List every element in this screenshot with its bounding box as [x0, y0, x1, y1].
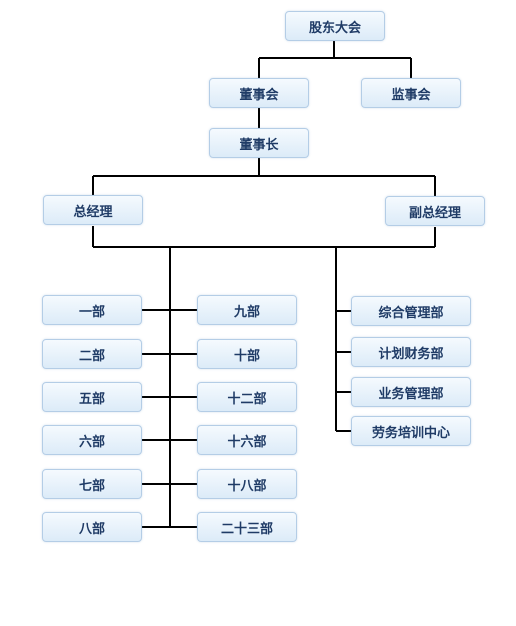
node-dept-right-2: 计划财务部 — [351, 337, 471, 367]
node-shareholders-meeting: 股东大会 — [285, 11, 385, 41]
connector-left-branches — [142, 309, 197, 528]
node-dept-middle-5: 十八部 — [197, 469, 297, 499]
node-dept-middle-6: 二十三部 — [197, 512, 297, 542]
node-dept-right-1: 综合管理部 — [351, 296, 471, 326]
node-board-of-directors: 董事会 — [209, 78, 309, 108]
node-dept-middle-1: 九部 — [197, 295, 297, 325]
node-dept-left-2: 二部 — [42, 339, 142, 369]
node-dept-right-4: 劳务培训中心 — [351, 416, 471, 446]
node-chairman: 董事长 — [209, 128, 309, 158]
connector-shareholders-board — [258, 41, 412, 78]
node-board-of-supervisors: 监事会 — [361, 78, 461, 108]
node-dept-left-5: 七部 — [42, 469, 142, 499]
node-dept-left-1: 一部 — [42, 295, 142, 325]
node-dept-left-3: 五部 — [42, 382, 142, 412]
node-dept-middle-4: 十六部 — [197, 425, 297, 455]
node-dept-middle-2: 十部 — [197, 339, 297, 369]
node-deputy-general-manager: 副总经理 — [385, 196, 485, 226]
node-dept-right-3: 业务管理部 — [351, 377, 471, 407]
connector-chairman-managers — [92, 158, 436, 196]
node-dept-left-6: 八部 — [42, 512, 142, 542]
node-dept-left-4: 六部 — [42, 425, 142, 455]
node-dept-middle-3: 十二部 — [197, 382, 297, 412]
node-general-manager: 总经理 — [43, 195, 143, 225]
connector-right-branches — [336, 310, 351, 432]
connector-managers-bottom — [92, 226, 436, 248]
